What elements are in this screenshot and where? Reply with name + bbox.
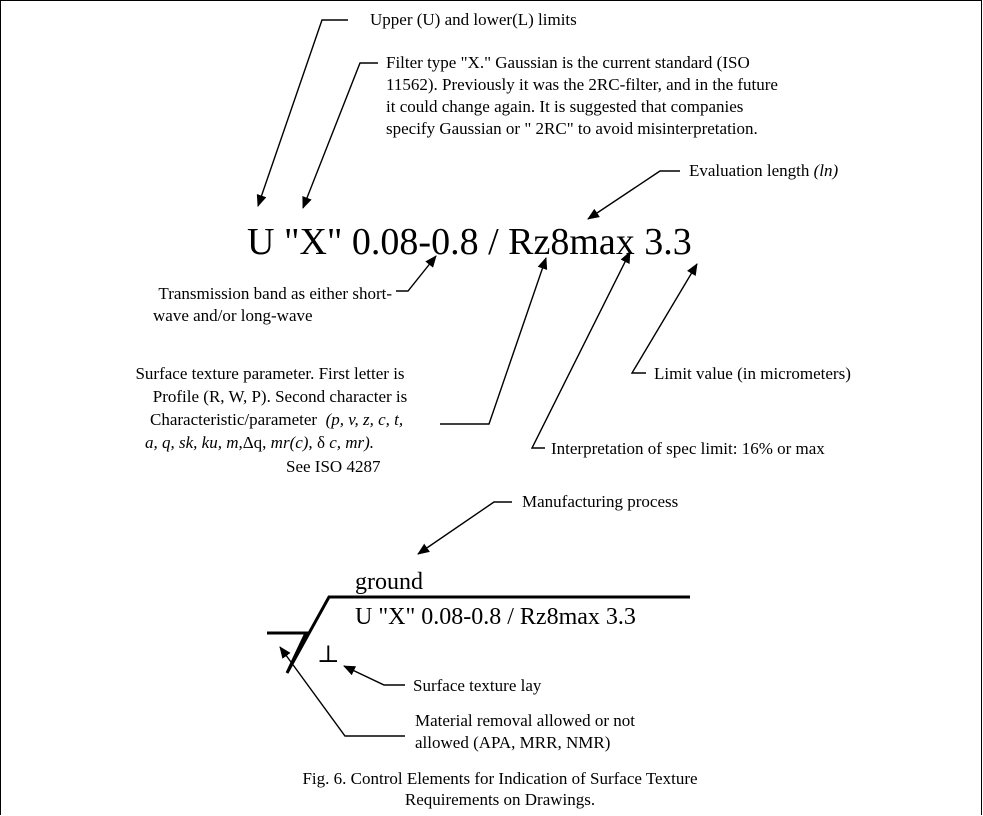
lay-leader [343, 665, 405, 686]
parameter-reference: See ISO 4287 [286, 457, 381, 476]
parameter-label-line-2: Profile (R, W, P). Second character is [152, 387, 408, 406]
main-callout: U "X" 0.08-0.8 / Rz8max 3.3 [247, 221, 692, 263]
manufacturing-leader [417, 501, 512, 555]
surface-texture-symbol [267, 595, 690, 674]
material-removal-leader [279, 646, 405, 737]
figure-caption-line-2: Requirements on Drawings. [404, 790, 596, 809]
parameter-list-5: δ [316, 433, 325, 452]
transmission-label-line-1: Transmission band as either short- [158, 284, 392, 303]
filter-label-line-4: specify Gaussian or " 2RC" to avoid misi… [386, 119, 758, 138]
evaluation-length-leader [587, 170, 680, 220]
figure-caption-line-1: Fig. 6. Control Elements for Indication … [302, 769, 698, 788]
filter-label-line-1: Filter type "X." Gaussian is the current… [386, 53, 750, 72]
material-removal-label-line-2: allowed (APA, MRR, NMR) [415, 733, 611, 752]
parameter-list-3: Δq, [242, 433, 267, 452]
parameter-list-4: mr(c), [270, 433, 313, 452]
parameter-leader [440, 257, 548, 425]
parameter-label-line-3: Characteristic/parameter (p, v, z, c, t, [150, 409, 403, 430]
lay-label: Surface texture lay [413, 676, 542, 695]
symbol-callout: U "X" 0.08-0.8 / Rz8max 3.3 [355, 604, 636, 630]
parameter-list-2: a, q, sk, ku, m, [145, 433, 243, 452]
lay-symbol: ⊥ [317, 642, 340, 668]
evaluation-length-text: Evaluation length [689, 161, 810, 180]
parameter-label-line-3-text: Characteristic/parameter [150, 410, 318, 429]
transmission-label-line-2: wave and/or long-wave [153, 306, 313, 325]
filter-label-line-3: it could change again. It is suggested t… [386, 97, 744, 116]
parameter-list-line: a, q, sk, ku, m,Δq, mr(c), δ c, mr). [145, 432, 374, 453]
limits-label: Upper (U) and lower(L) limits [370, 10, 577, 29]
interpretation-label: Interpretation of spec limit: 16% or max [551, 439, 825, 458]
process-text: ground [355, 569, 423, 595]
parameter-list-1: (p, v, z, c, t, [325, 410, 404, 429]
limit-value-label: Limit value (in micrometers) [654, 364, 851, 383]
filter-label-line-2: 11562). Previously it was the 2RC-filter… [386, 75, 778, 94]
limit-value-leader [630, 263, 698, 374]
manufacturing-label: Manufacturing process [522, 492, 679, 511]
filter-leader [302, 62, 378, 209]
parameter-list-6: c, mr). [329, 433, 375, 452]
parameter-label-line-1: Surface texture parameter. First letter … [135, 364, 405, 383]
interpretation-leader [530, 251, 631, 449]
transmission-leader [396, 255, 437, 292]
evaluation-length-label: Evaluation length (ln) [689, 160, 838, 181]
material-removal-label-line-1: Material removal allowed or not [415, 711, 635, 730]
limits-leader [256, 19, 348, 207]
evaluation-length-symbol: (ln) [813, 161, 839, 180]
